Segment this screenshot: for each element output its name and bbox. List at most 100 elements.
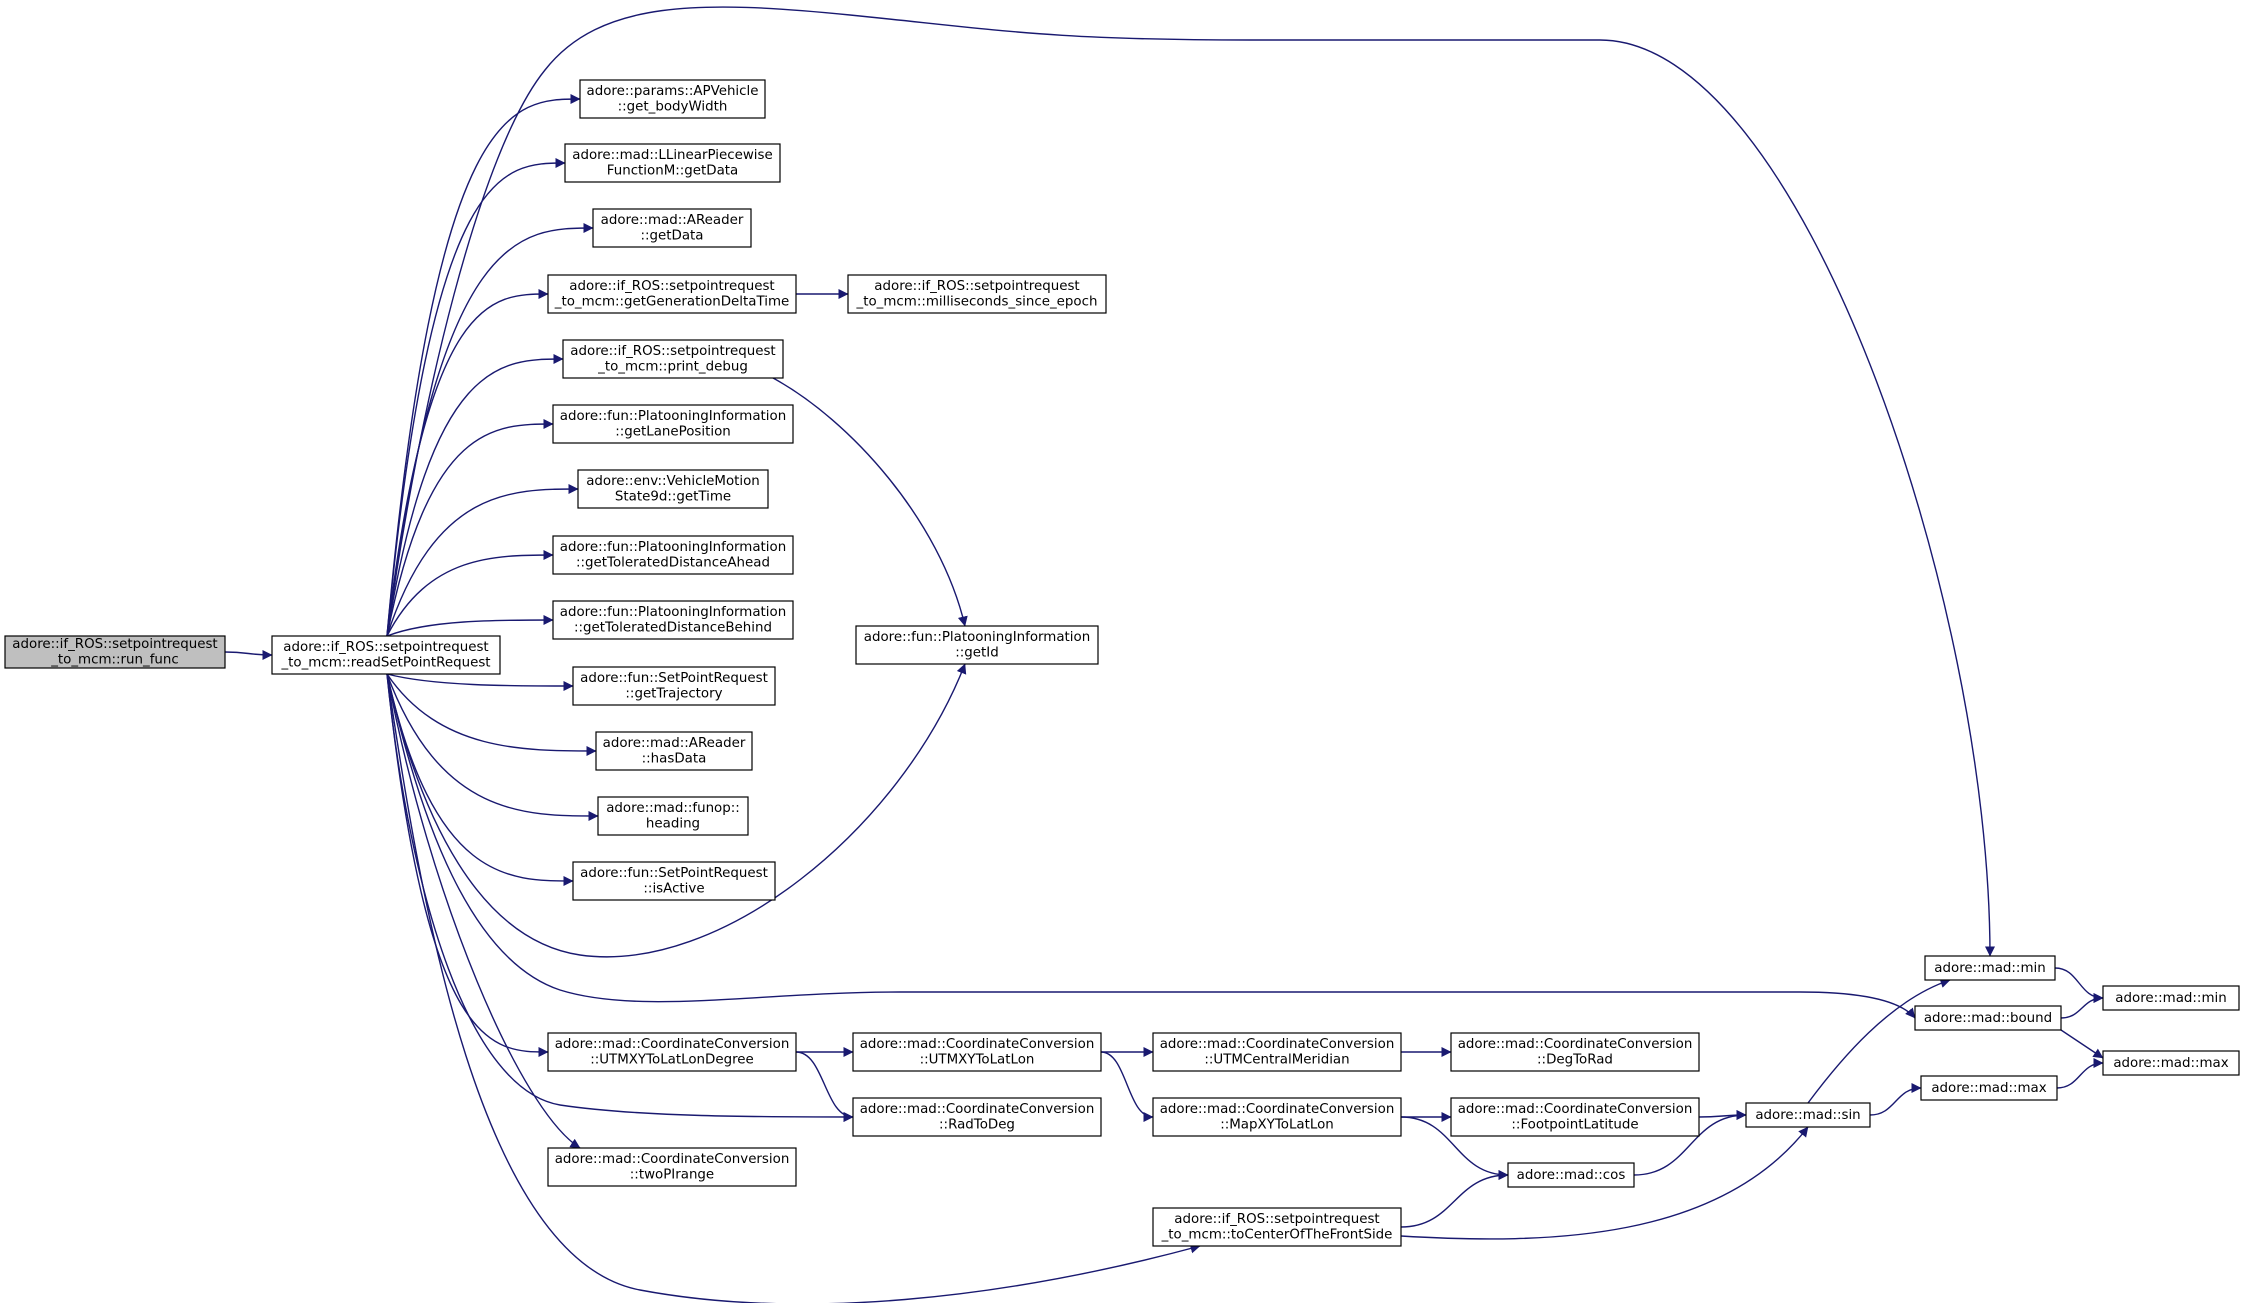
- node-label-line: ::FootpointLatitude: [1511, 1118, 1638, 1133]
- function-node-sin[interactable]: adore::mad::sin: [1745, 1102, 1871, 1128]
- node-box: [1745, 1102, 1871, 1128]
- node-box: [577, 469, 769, 509]
- node-label-line: _to_mcm::readSetPointRequest: [280, 656, 490, 671]
- function-node-getGenerationDeltaTime[interactable]: adore::if_ROS::setpointrequest_to_mcm::g…: [547, 274, 797, 314]
- node-box: [1924, 955, 2056, 981]
- function-node-MapXYToLatLon[interactable]: adore::mad::CoordinateConversion::MapXYT…: [1152, 1097, 1402, 1137]
- node-box: [564, 143, 781, 183]
- node-box: [547, 1032, 797, 1072]
- node-label-line: _to_mcm::print_debug: [597, 360, 748, 375]
- function-node-max_a[interactable]: adore::mad::max: [1920, 1075, 2058, 1101]
- call-edge-min_a-to-min_b: [2054, 967, 2104, 1003]
- function-node-min_a[interactable]: adore::mad::min: [1924, 955, 2056, 981]
- node-label-line: ::getData: [641, 229, 704, 244]
- call-edge-readSetPointRequest-to-UTMXYToLatLonDegree: [386, 673, 549, 1057]
- function-node-run_func[interactable]: adore::if_ROS::setpointrequest_to_mcm::r…: [4, 635, 226, 669]
- function-node-getId[interactable]: adore::fun::PlatooningInformation::getId: [855, 625, 1099, 665]
- node-label-line: adore::fun::PlatooningInformation: [864, 630, 1090, 645]
- node-box: [1507, 1162, 1635, 1188]
- node-box: [592, 208, 752, 248]
- call-edge-UTMXYToLatLon-to-MapXYToLatLon: [1100, 1051, 1154, 1122]
- edge-layer: [224, 6, 2104, 1303]
- node-label-line: adore::mad::LLinearPiecewise: [572, 148, 772, 163]
- node-box: [4, 635, 226, 669]
- function-node-UTMXYToLatLonDegree[interactable]: adore::mad::CoordinateConversion::UTMXYT…: [547, 1032, 797, 1072]
- function-node-readSetPointRequest[interactable]: adore::if_ROS::setpointrequest_to_mcm::r…: [271, 635, 501, 675]
- node-label-line: adore::mad::min: [2115, 991, 2226, 1006]
- node-label-line: ::get_bodyWidth: [618, 100, 728, 115]
- call-edge-readSetPointRequest-to-getId: [386, 663, 967, 958]
- node-label-line: _to_mcm::getGenerationDeltaTime: [554, 295, 790, 310]
- node-box: [855, 625, 1099, 665]
- call-edge-run_func-to-readSetPointRequest: [224, 649, 273, 660]
- call-edge-readSetPointRequest-to-min_a: [386, 6, 1995, 957]
- function-node-toCenterOfTheFrontSide[interactable]: adore::if_ROS::setpointrequest_to_mcm::t…: [1152, 1207, 1402, 1247]
- node-label-line: ::UTMCentralMeridian: [1204, 1053, 1349, 1068]
- call-edge-readSetPointRequest-to-getTime: [386, 484, 579, 637]
- function-node-areader_getData[interactable]: adore::mad::AReader::getData: [592, 208, 752, 248]
- node-label-line: heading: [646, 817, 700, 832]
- function-node-UTMXYToLatLon[interactable]: adore::mad::CoordinateConversion::UTMXYT…: [852, 1032, 1102, 1072]
- node-box: [852, 1097, 1102, 1137]
- node-label-line: adore::mad::CoordinateConversion: [860, 1037, 1095, 1052]
- function-node-getTrajectory[interactable]: adore::fun::SetPointRequest::getTrajecto…: [572, 666, 776, 706]
- function-node-getToleratedDistanceAhead[interactable]: adore::fun::PlatooningInformation::getTo…: [552, 535, 794, 575]
- node-box: [562, 339, 784, 379]
- node-label-line: ::DegToRad: [1537, 1053, 1613, 1068]
- node-label-line: adore::if_ROS::setpointrequest: [1174, 1212, 1379, 1227]
- node-box: [1450, 1097, 1700, 1137]
- node-label-line: ::hasData: [642, 752, 707, 767]
- function-node-print_debug[interactable]: adore::if_ROS::setpointrequest_to_mcm::p…: [562, 339, 784, 379]
- function-node-bound[interactable]: adore::mad::bound: [1914, 1005, 2062, 1031]
- node-label-line: ::twoPIrange: [630, 1168, 714, 1183]
- function-node-cos[interactable]: adore::mad::cos: [1507, 1162, 1635, 1188]
- node-label-line: adore::fun::PlatooningInformation: [560, 605, 786, 620]
- node-label-line: ::getLanePosition: [615, 425, 731, 440]
- node-label-line: _to_mcm::toCenterOfTheFrontSide: [1161, 1228, 1393, 1243]
- function-node-getLanePosition[interactable]: adore::fun::PlatooningInformation::getLa…: [552, 404, 794, 444]
- function-node-milliseconds_since_epoch[interactable]: adore::if_ROS::setpointrequest_to_mcm::m…: [847, 274, 1107, 314]
- function-node-getToleratedDistanceBehind[interactable]: adore::fun::PlatooningInformation::getTo…: [552, 600, 794, 640]
- function-node-RadToDeg[interactable]: adore::mad::CoordinateConversion::RadToD…: [852, 1097, 1102, 1137]
- function-node-UTMCentralMeridian[interactable]: adore::mad::CoordinateConversion::UTMCen…: [1152, 1032, 1402, 1072]
- node-box: [552, 404, 794, 444]
- node-label-line: adore::if_ROS::setpointrequest: [283, 640, 488, 655]
- call-edge-readSetPointRequest-to-getToleratedDistanceBehind: [386, 615, 554, 637]
- node-box: [847, 274, 1107, 314]
- function-node-min_b[interactable]: adore::mad::min: [2102, 985, 2240, 1011]
- node-label-line: adore::fun::SetPointRequest: [580, 671, 768, 686]
- call-edge-sin-to-min_a: [1807, 978, 1951, 1104]
- node-label-line: adore::mad::AReader: [601, 213, 744, 228]
- call-edge-toCenterOfTheFrontSide-to-cos: [1400, 1170, 1509, 1228]
- node-label-line: adore::env::VehicleMotion: [586, 474, 760, 489]
- node-box: [2102, 1050, 2240, 1076]
- node-label-line: adore::params::APVehicle: [587, 84, 759, 99]
- node-label-line: ::RadToDeg: [939, 1118, 1015, 1133]
- call-edge-readSetPointRequest-to-get_bodyWidth: [386, 94, 581, 637]
- function-node-isActive[interactable]: adore::fun::SetPointRequest::isActive: [572, 861, 776, 901]
- call-edge-UTMXYToLatLonDegree-to-RadToDeg: [795, 1051, 854, 1122]
- node-box: [547, 1147, 797, 1187]
- function-node-llpf_getData[interactable]: adore::mad::LLinearPiecewiseFunctionM::g…: [564, 143, 781, 183]
- function-node-DegToRad[interactable]: adore::mad::CoordinateConversion::DegToR…: [1450, 1032, 1700, 1072]
- function-node-hasData[interactable]: adore::mad::AReader::hasData: [595, 731, 753, 771]
- function-node-FootpointLatitude[interactable]: adore::mad::CoordinateConversion::Footpo…: [1450, 1097, 1700, 1137]
- function-node-get_bodyWidth[interactable]: adore::params::APVehicle::get_bodyWidth: [579, 79, 766, 119]
- function-node-twoPIrange[interactable]: adore::mad::CoordinateConversion::twoPIr…: [547, 1147, 797, 1187]
- node-box: [1152, 1097, 1402, 1137]
- call-edge-readSetPointRequest-to-llpf_getData: [386, 158, 566, 637]
- call-edge-toCenterOfTheFrontSide-to-sin: [1400, 1126, 1809, 1240]
- node-label-line: adore::if_ROS::setpointrequest: [874, 279, 1079, 294]
- call-edge-bound-to-min_b: [2060, 993, 2104, 1019]
- call-edge-readSetPointRequest-to-hasData: [386, 673, 597, 756]
- node-label-line: adore::if_ROS::setpointrequest: [12, 637, 217, 652]
- function-node-max_b[interactable]: adore::mad::max: [2102, 1050, 2240, 1076]
- node-label-line: adore::mad::CoordinateConversion: [555, 1037, 790, 1052]
- call-edge-MapXYToLatLon-to-cos: [1400, 1116, 1509, 1180]
- node-label-line: adore::fun::PlatooningInformation: [560, 540, 786, 555]
- node-label-line: adore::mad::CoordinateConversion: [1160, 1102, 1395, 1117]
- node-label-line: adore::if_ROS::setpointrequest: [570, 344, 775, 359]
- function-node-getTime[interactable]: adore::env::VehicleMotionState9d::getTim…: [577, 469, 769, 509]
- node-label-line: ::getId: [955, 646, 998, 661]
- function-node-heading[interactable]: adore::mad::funop::heading: [597, 796, 749, 836]
